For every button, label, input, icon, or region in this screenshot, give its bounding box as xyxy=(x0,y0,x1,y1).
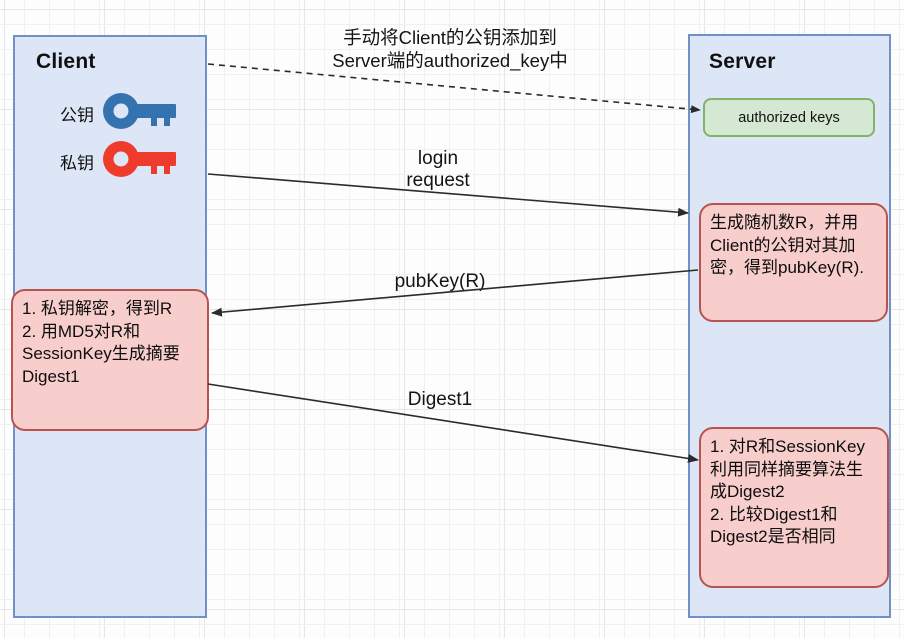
manual-copy-annotation: 手动将Client的公钥添加到 Server端的authorized_key中 xyxy=(332,27,568,71)
edge-label-login-request: login request xyxy=(406,148,470,192)
edge-label-digest1: Digest1 xyxy=(407,389,473,410)
server-verify-note: 1. 对R和SessionKey利用同样摘要算法生成Digest2 2. 比较D… xyxy=(699,427,889,588)
key-icon xyxy=(102,140,180,183)
edge-label-pubkey-r: pubKey(R) xyxy=(394,271,486,292)
server-lane-title: Server xyxy=(709,50,776,73)
client-public-key-label: 公钥 xyxy=(60,106,94,125)
client-decrypt-note: 1. 私钥解密，得到R 2. 用MD5对R和SessionKey生成摘要Dige… xyxy=(11,289,209,431)
client-public-key-row: 公钥 xyxy=(60,92,180,135)
client-private-key-label: 私钥 xyxy=(60,154,94,173)
client-lane-title: Client xyxy=(36,50,96,73)
authorized-keys-label: authorized keys xyxy=(738,109,840,126)
key-icon xyxy=(102,92,180,135)
server-random-note: 生成随机数R，并用Client的公钥对其加密，得到pubKey(R). xyxy=(699,203,888,322)
authorized-keys-box: authorized keys xyxy=(703,98,875,137)
client-private-key-row: 私钥 xyxy=(60,140,180,183)
